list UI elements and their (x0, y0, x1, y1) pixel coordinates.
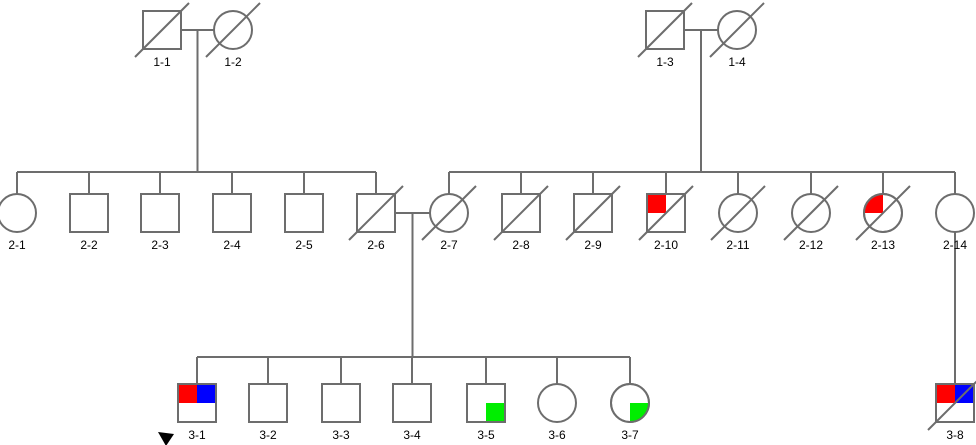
deceased-slash (709, 2, 765, 58)
circle-symbol (935, 193, 975, 233)
affected-fills (178, 384, 216, 403)
square-outline (935, 383, 975, 423)
circle-symbol (0, 193, 37, 233)
red-quadrant-fill (936, 384, 955, 403)
individual-2-13: 2-13 (855, 185, 911, 252)
individual-label: 2-4 (223, 238, 241, 252)
individual-label: 2-9 (584, 238, 602, 252)
deceased-slash (637, 2, 693, 58)
individual-label: 2-6 (367, 238, 385, 252)
individual-label: 2-8 (512, 238, 530, 252)
individual-label: 1-2 (224, 55, 242, 69)
deceased-slash (638, 185, 694, 241)
individual-label: 3-1 (188, 428, 206, 442)
square-symbol (69, 193, 109, 233)
individual-2-12: 2-12 (783, 185, 839, 252)
square-outline (466, 383, 506, 423)
individual-label: 1-1 (153, 55, 171, 69)
red-quadrant-fill (647, 194, 666, 213)
individual-label: 3-2 (259, 428, 277, 442)
deceased-slash (927, 380, 976, 431)
individual-1-2: 1-2 (205, 2, 261, 69)
connection-lines (16, 29, 956, 384)
individual-1-4: 1-4 (709, 2, 765, 69)
individual-label: 2-2 (80, 238, 98, 252)
individual-label: 1-3 (656, 55, 674, 69)
individual-3-4: 3-4 (392, 383, 432, 442)
square-symbol (321, 383, 361, 423)
proband-arrow-icon (158, 432, 174, 445)
circle-outline (863, 193, 903, 233)
individual-label: 3-7 (621, 428, 639, 442)
affected-fills (486, 403, 505, 422)
individual-label: 2-11 (726, 238, 749, 252)
individual-label: 2-1 (8, 238, 26, 252)
green-quadrant-fill (486, 403, 505, 422)
deceased-slash (855, 185, 911, 241)
individual-label: 3-5 (477, 428, 495, 442)
individual-2-6: 2-6 (348, 185, 404, 252)
individual-3-5: 3-5 (466, 383, 506, 442)
individual-label: 2-7 (440, 238, 458, 252)
individual-3-6: 3-6 (537, 383, 577, 442)
individual-3-1: 3-1 (158, 383, 217, 445)
individual-2-4: 2-4 (212, 193, 252, 252)
individual-2-9: 2-9 (565, 185, 621, 252)
affected-fills (936, 384, 974, 403)
square-symbol (248, 383, 288, 423)
deceased-slash (205, 2, 261, 58)
individual-label: 2-10 (654, 238, 678, 252)
individual-label: 3-8 (946, 428, 964, 442)
circle-symbol (537, 383, 577, 423)
deceased-slash (565, 185, 621, 241)
individual-1-3: 1-3 (637, 2, 693, 69)
deceased-slash (134, 2, 190, 58)
individual-2-14: 2-14 (935, 193, 975, 252)
blue-quadrant-fill (197, 384, 216, 403)
individual-2-8: 2-8 (493, 185, 549, 252)
individual-3-7: 3-7 (610, 383, 650, 442)
individual-2-1: 2-1 (0, 193, 37, 252)
individual-2-5: 2-5 (284, 193, 324, 252)
individual-label: 3-6 (548, 428, 566, 442)
individual-label: 2-3 (151, 238, 169, 252)
individual-2-7: 2-7 (421, 185, 477, 252)
deceased-slash (421, 185, 477, 241)
individual-2-10: 2-10 (638, 185, 694, 252)
square-symbol (140, 193, 180, 233)
individual-2-11: 2-11 (710, 185, 766, 252)
individual-3-3: 3-3 (321, 383, 361, 442)
individual-label: 2-12 (799, 238, 823, 252)
deceased-slash (783, 185, 839, 241)
deceased-slash (493, 185, 549, 241)
deceased-slash (348, 185, 404, 241)
square-symbol (212, 193, 252, 233)
individual-3-8: 3-8 (927, 380, 976, 442)
individual-label: 3-3 (332, 428, 350, 442)
circle-outline (610, 383, 650, 423)
square-symbol (284, 193, 324, 233)
individual-label: 2-13 (871, 238, 895, 252)
individual-label: 2-14 (943, 238, 967, 252)
individual-2-3: 2-3 (140, 193, 180, 252)
red-quadrant-fill (178, 384, 197, 403)
individual-3-2: 3-2 (248, 383, 288, 442)
individual-label: 3-4 (403, 428, 421, 442)
square-outline (646, 193, 686, 233)
individual-2-2: 2-2 (69, 193, 109, 252)
deceased-slash (710, 185, 766, 241)
individual-label: 1-4 (728, 55, 746, 69)
affected-fills (647, 194, 666, 213)
square-outline (177, 383, 217, 423)
individual-1-1: 1-1 (134, 2, 190, 69)
square-symbol (392, 383, 432, 423)
individual-label: 2-5 (295, 238, 313, 252)
